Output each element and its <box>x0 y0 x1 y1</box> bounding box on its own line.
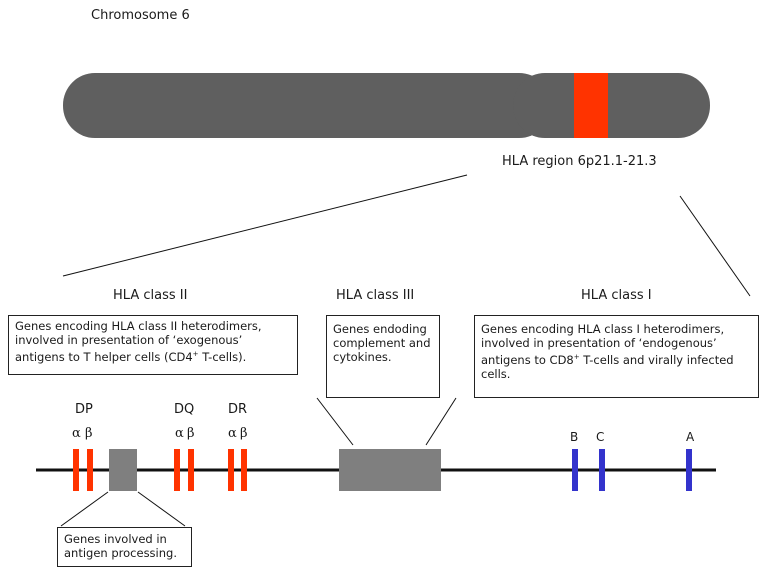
dr-alpha-bar <box>228 449 234 491</box>
class-i-desc-line3-end: T-cells and virally infected <box>579 352 734 367</box>
hla-b-label: B <box>570 430 579 444</box>
hla-band <box>574 73 608 138</box>
class-iii-connector-right <box>425 397 457 446</box>
class-i-desc-line3-text: antigens to CD8 <box>481 352 574 367</box>
dq-alpha-label: α <box>175 426 184 441</box>
class-ii-desc-line1: Genes encoding HLA class II heterodimers… <box>15 319 262 333</box>
dr-beta-label: β <box>240 426 248 441</box>
cd4-plus-superscript: + <box>192 350 199 358</box>
dr-alpha-label: α <box>228 426 237 441</box>
dq-beta-label: β <box>187 426 195 441</box>
chromosome-6 <box>63 73 710 138</box>
cd8-plus-superscript: + <box>573 353 580 361</box>
class-iii-connector-left <box>316 397 354 446</box>
class-iii-heading: HLA class III <box>336 288 415 303</box>
hla-c-label: C <box>596 430 605 444</box>
processing-desc-line2: antigen processing. <box>64 546 177 560</box>
dq-beta-bar <box>188 449 194 491</box>
class-i-desc-line3: antigens to CD8+ T-cells and virally inf… <box>481 350 752 367</box>
dr-label: DR <box>228 402 248 417</box>
dp-beta-label: β <box>85 426 93 441</box>
class-ii-desc-line3-text: antigens to T helper cells (CD4 <box>15 349 193 364</box>
class-i-heading: HLA class I <box>581 288 652 303</box>
processing-desc-line1: Genes involved in <box>64 532 167 546</box>
processing-connector-right <box>137 491 186 527</box>
dp-alpha-bar <box>73 449 79 491</box>
class-iii-block <box>339 449 441 491</box>
dq-alpha-bar <box>174 449 180 491</box>
hla-a-label: A <box>686 430 695 444</box>
chromosome-p-arm <box>513 73 710 138</box>
dp-label: DP <box>75 402 93 417</box>
class-iii-description-box: Genes endoding complement and cytokines. <box>326 315 440 398</box>
hla-c-bar <box>599 449 605 491</box>
hla-a-bar <box>686 449 692 491</box>
class-i-desc-line2: involved in presentation of ‘endogenous’ <box>481 336 717 350</box>
class-ii-heading: HLA class II <box>113 288 188 303</box>
dr-beta-bar <box>241 449 247 491</box>
class-ii-desc-line3: antigens to T helper cells (CD4+ T-cells… <box>15 347 291 364</box>
dp-beta-bar <box>87 449 93 491</box>
hla-b-bar <box>572 449 578 491</box>
dp-alpha-label: α <box>72 426 81 441</box>
chromosome-label: Chromosome 6 <box>91 8 190 23</box>
class-i-desc-line4: cells. <box>481 366 511 381</box>
class-iii-desc-line2: complement and <box>333 336 431 350</box>
antigen-processing-block <box>109 449 137 491</box>
class-ii-description-box: Genes encoding HLA class II heterodimers… <box>8 315 298 375</box>
class-iii-desc-line1: Genes endoding <box>333 322 427 336</box>
processing-connector-left <box>60 491 109 527</box>
zoom-line-left <box>62 174 468 277</box>
class-i-description-box: Genes encoding HLA class I heterodimers,… <box>474 315 759 398</box>
hla-region-label: HLA region 6p21.1-21.3 <box>502 154 657 169</box>
chromosome-q-arm <box>63 73 551 138</box>
centromere-fill <box>530 80 540 131</box>
dq-label: DQ <box>174 402 195 417</box>
processing-description-box: Genes involved in antigen processing. <box>57 527 192 567</box>
class-i-desc-line1: Genes encoding HLA class I heterodimers, <box>481 322 725 336</box>
class-ii-desc-line3-end: T-cells). <box>198 349 247 364</box>
zoom-line-right <box>679 195 751 297</box>
class-ii-desc-line2: involved in presentation of ‘exogenous’ <box>15 333 243 347</box>
class-iii-desc-line3: cytokines. <box>333 350 392 364</box>
